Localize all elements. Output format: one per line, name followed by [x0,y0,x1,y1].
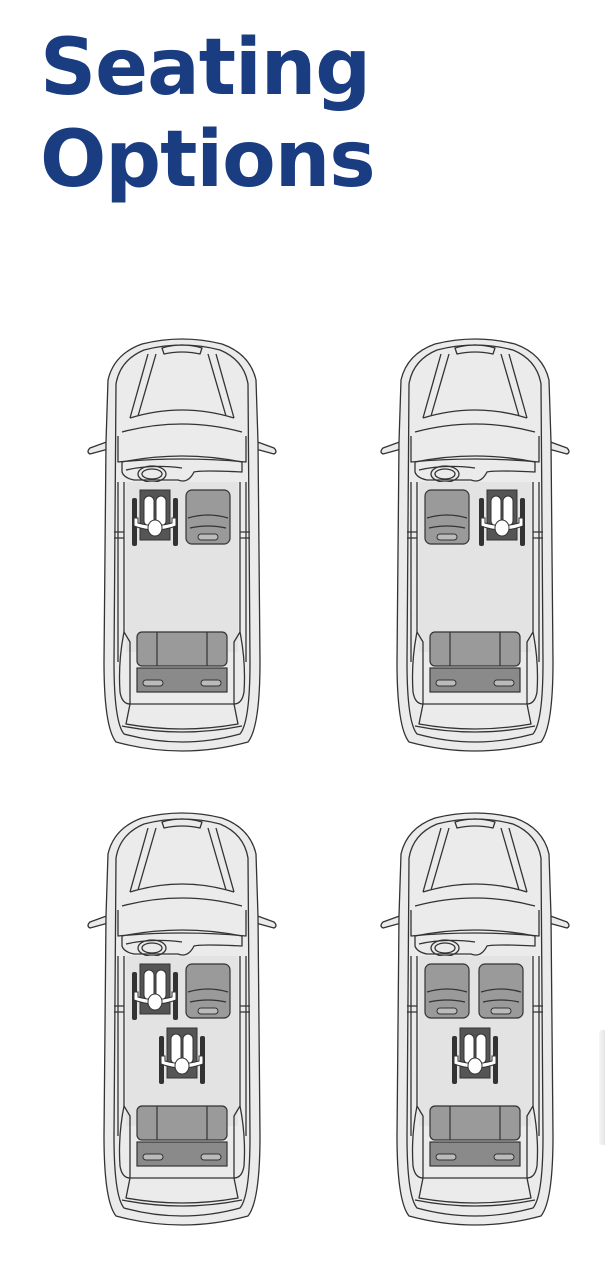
car-seat-icon [185,489,231,545]
title-line-1: Seating [40,23,371,113]
seating-layout-bottom-right [375,806,575,1236]
wheelchair-icon [452,1027,498,1084]
wheelchair-icon [132,489,178,546]
rear-bench-seat-icon [429,1105,521,1167]
scroll-handle[interactable] [599,1030,605,1145]
van-top-view-icon [380,338,570,752]
car-seat-icon [478,963,524,1019]
rear-bench-seat-icon [136,631,228,693]
wheelchair-icon [159,1027,205,1084]
wheelchair-icon [479,489,525,546]
title-line-2: Options [40,115,376,205]
seating-layout-top-left [82,332,282,762]
car-seat-icon [424,489,470,545]
car-seat-icon [185,963,231,1019]
car-seat-icon [424,963,470,1019]
van-top-view-icon [87,338,277,752]
rear-bench-seat-icon [136,1105,228,1167]
seating-layout-bottom-left [82,806,282,1236]
page-title: Seating Options [40,22,376,206]
van-top-view-icon [87,812,277,1226]
rear-bench-seat-icon [429,631,521,693]
wheelchair-icon [132,963,178,1020]
seating-layout-top-right [375,332,575,762]
van-top-view-icon [380,812,570,1226]
